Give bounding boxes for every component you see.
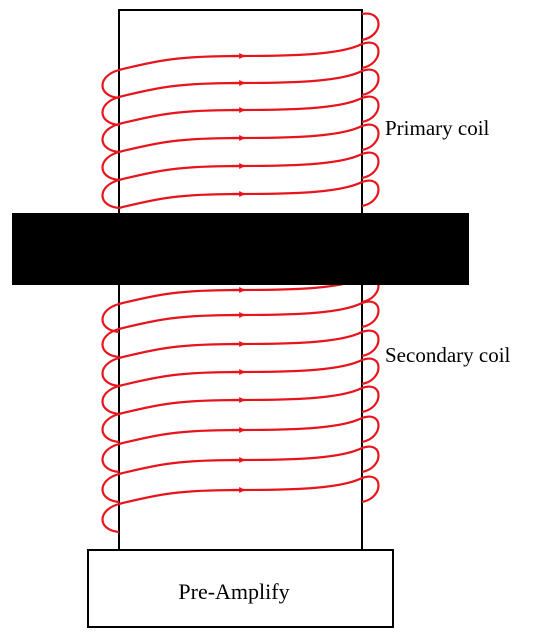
secondary-coil-turn-loop <box>101 502 120 534</box>
secondary-coil-turn-loop <box>101 412 120 444</box>
secondary-coil-turn-loop <box>101 472 120 504</box>
primary-coil-turn <box>118 123 380 154</box>
primary-coil-turn <box>118 95 380 126</box>
primary-coil-label: Primary coil <box>385 116 490 140</box>
primary-coil-turn <box>118 151 380 182</box>
secondary-coil-turn-loop <box>101 327 120 359</box>
secondary-coil-turn-loop <box>101 442 120 474</box>
primary-coil-turn-loop <box>101 122 120 154</box>
primary-coil-turn <box>118 68 380 99</box>
secondary-coil-turn-loop <box>101 302 120 334</box>
secondary-coil-turn-loop <box>101 384 120 416</box>
secondary-coil <box>101 275 380 534</box>
primary-coil-turn-loop <box>101 95 120 127</box>
secondary-coil-turn <box>118 357 380 388</box>
secondary-coil-turn <box>118 445 380 476</box>
preamp-label: Pre-Amplify <box>178 579 289 604</box>
secondary-coil-turn <box>118 415 380 446</box>
primary-coil <box>101 12 380 210</box>
primary-coil-turn <box>118 41 380 72</box>
primary-coil-lead <box>361 12 380 42</box>
secondary-coil-label: Secondary coil <box>385 343 511 367</box>
magnetic-core <box>12 213 469 285</box>
preamp-box <box>87 549 394 628</box>
secondary-coil-turn <box>118 475 380 506</box>
primary-coil-turn-loop <box>101 178 120 210</box>
secondary-coil-turn-loop <box>101 356 120 388</box>
primary-coil-turn-loop <box>101 150 120 182</box>
secondary-coil-turn <box>118 385 380 416</box>
secondary-coil-turn <box>118 329 380 360</box>
secondary-coil-turn <box>118 300 380 331</box>
primary-coil-turn <box>118 179 380 210</box>
primary-coil-turn-loop <box>101 68 120 100</box>
